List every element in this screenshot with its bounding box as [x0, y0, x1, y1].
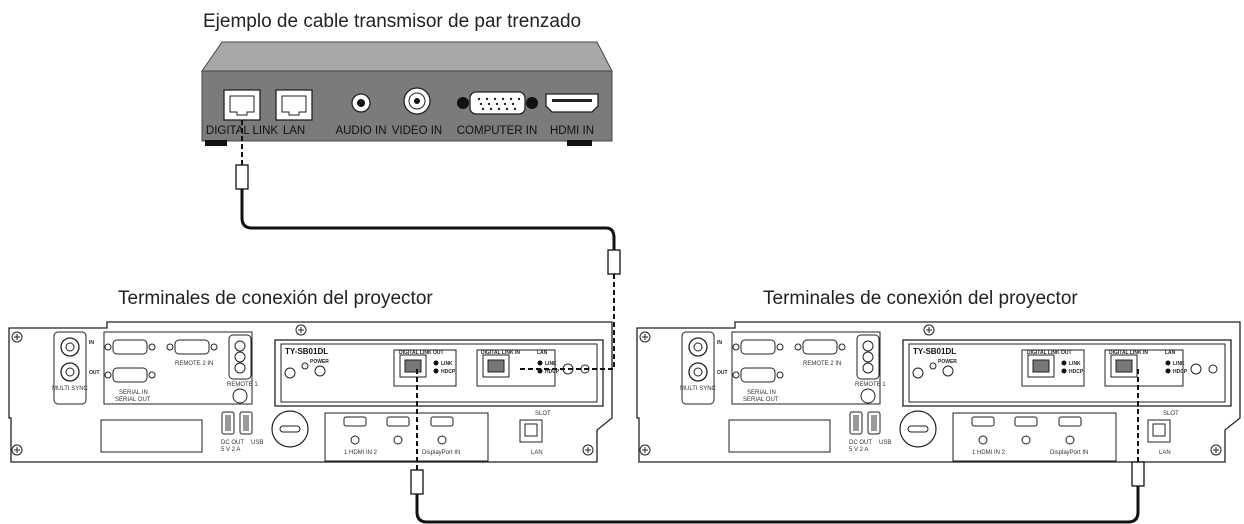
- right-in-label: IN: [717, 340, 722, 346]
- right-serial-out-label: SERIAL OUT: [743, 397, 779, 403]
- left-digital-link-in-label: DIGITAL LINK IN: [481, 350, 520, 356]
- right-out-hdcp-label: HDCP: [1069, 369, 1084, 375]
- right-remote-1-label: REMOTE 1: [855, 382, 886, 388]
- left-out-label: OUT: [89, 370, 100, 376]
- transmitter-box: [201, 41, 613, 146]
- right-lan-small-label: LAN: [1165, 350, 1176, 356]
- left-model-label: TY-SB01DL: [285, 347, 328, 356]
- left-out-hdcp-label: HDCP: [441, 369, 456, 375]
- left-power-label: POWER: [310, 359, 329, 365]
- left-usb-label: USB: [251, 440, 263, 446]
- right-multi-sync-label: MULTI SYNC: [680, 386, 717, 392]
- right-model-label: TY-SB01DL: [913, 347, 956, 356]
- right-digital-link-in-label: DIGITAL LINK IN: [1109, 350, 1148, 356]
- right-power-label: POWER: [938, 359, 957, 365]
- right-out-label: OUT: [717, 370, 728, 376]
- projector-right-panel: IN OUT MULTI SYNC SERIAL IN SERIAL OUT R…: [636, 321, 1241, 463]
- right-serial-in-label: SERIAL IN: [747, 390, 776, 396]
- projector-left-panel: IN OUT MULTI SYNC SERIAL IN SERIAL OUT R…: [8, 321, 613, 463]
- left-dc-rating-label: 5 V 2 A: [221, 447, 240, 453]
- video-in-jack-icon: [403, 87, 431, 115]
- audio-in-jack-icon: [351, 93, 371, 113]
- left-remote-2-in-label: REMOTE 2 IN: [175, 361, 213, 367]
- right-slot-label: SLOT: [1163, 411, 1179, 417]
- left-out-link-label: LINK: [441, 361, 453, 367]
- transmitter-title: Ejemplo de cable transmisor de par trenz…: [203, 11, 582, 32]
- right-remote-2-in-label: REMOTE 2 IN: [803, 361, 841, 367]
- left-serial-out-label: SERIAL OUT: [115, 397, 151, 403]
- right-dc-out-label: DC OUT: [849, 440, 872, 446]
- computer-in-port-icon: [457, 91, 538, 115]
- audio-in-label: AUDIO IN: [335, 125, 386, 137]
- projector-left-title: Terminales de conexión del proyector: [118, 288, 433, 309]
- computer-in-label: COMPUTER IN: [457, 125, 538, 137]
- left-serial-in-label: SERIAL IN: [119, 390, 148, 396]
- left-in-link-label: LINK: [545, 361, 557, 367]
- right-usb-label: USB: [879, 440, 891, 446]
- left-dc-out-label: DC OUT: [221, 440, 244, 446]
- cable-daisy-chain: [410, 369, 1145, 524]
- projector-right-title: Terminales de conexión del proyector: [763, 288, 1078, 309]
- right-in-hdcp-label: HDCP: [1173, 369, 1188, 375]
- left-slot-label: SLOT: [535, 411, 551, 417]
- left-lan-label: LAN: [531, 450, 543, 456]
- lan-port-icon: [275, 89, 313, 121]
- left-remote-1-label: REMOTE 1: [227, 382, 258, 388]
- hdmi-in-port-icon: [545, 93, 599, 113]
- right-displayport-label: DisplayPort IN: [1050, 450, 1088, 456]
- right-digital-link-out-label: DIGITAL LINK OUT: [1027, 350, 1072, 356]
- left-multi-sync-label: MULTI SYNC: [52, 386, 89, 392]
- lan-label: LAN: [283, 125, 305, 137]
- right-hdmi-row-label: 1 HDMI IN 2: [972, 450, 1006, 456]
- right-in-link-label: LINK: [1173, 361, 1185, 367]
- hdmi-in-label: HDMI IN: [550, 125, 594, 137]
- right-out-link-label: LINK: [1069, 361, 1081, 367]
- right-lan-label: LAN: [1159, 450, 1171, 456]
- left-in-label: IN: [89, 340, 94, 346]
- digital-link-port-icon: [223, 89, 261, 121]
- video-in-label: VIDEO IN: [392, 125, 442, 137]
- cable-transmitter-to-projector: [235, 120, 621, 370]
- left-in-hdcp-label: HDCP: [545, 369, 560, 375]
- left-digital-link-out-label: DIGITAL LINK OUT: [399, 350, 444, 356]
- left-displayport-label: DisplayPort IN: [422, 450, 460, 456]
- left-lan-small-label: LAN: [537, 350, 548, 356]
- right-dc-rating-label: 5 V 2 A: [849, 447, 868, 453]
- left-hdmi-row-label: 1 HDMI IN 2: [344, 450, 378, 456]
